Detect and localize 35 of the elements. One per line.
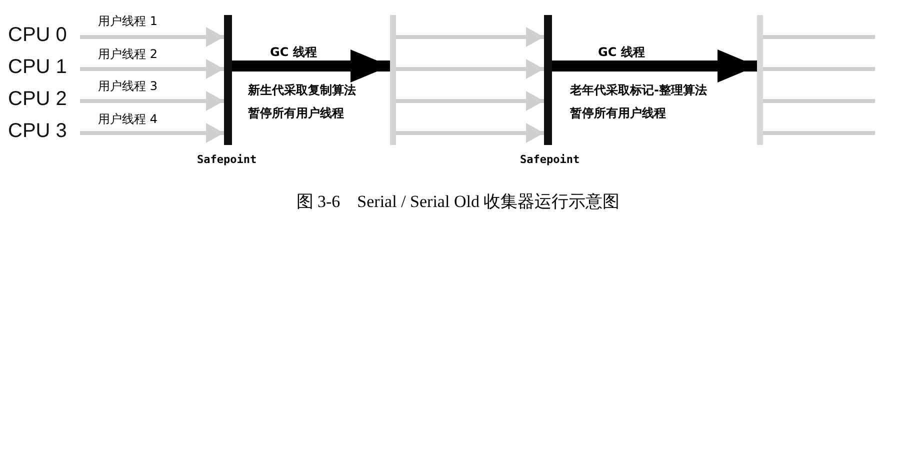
thread-arrow (396, 27, 544, 47)
note-text: 暂停所有用户线程 (248, 105, 344, 122)
safepoint-bar (390, 15, 396, 145)
thread-arrow (396, 59, 544, 79)
edge-label: 用户线程 1 (98, 13, 158, 30)
safepoint-bar (224, 15, 232, 145)
note-text: 暂停所有用户线程 (570, 105, 666, 122)
thread-line (763, 131, 875, 135)
thread-arrow (396, 123, 544, 143)
caption: 图 3-6 Serial / Serial Old 收集器运行示意图 (295, 191, 621, 213)
cpu-label: CPU 1 (8, 56, 67, 79)
gc-thread-arrow (552, 50, 757, 82)
safepoint-bar (757, 15, 763, 145)
edge-label: GC 线程 (270, 44, 317, 61)
cpu-label: CPU 3 (8, 120, 67, 143)
cpu-label: CPU 0 (8, 24, 67, 47)
thread-line (763, 35, 875, 39)
thread-arrow (80, 91, 224, 111)
note-text: 新生代采取复制算法 (248, 82, 356, 99)
note-text: 老年代采取标记-整理算法 (570, 82, 707, 99)
safepoint-label: Safepoint (520, 153, 580, 166)
edge-label: 用户线程 4 (98, 111, 158, 128)
safepoint-bar (544, 15, 552, 145)
safepoint-label: Safepoint (197, 153, 257, 166)
thread-arrow (80, 59, 224, 79)
thread-arrow (80, 27, 224, 47)
edge-label: GC 线程 (598, 44, 645, 61)
edge-label: 用户线程 2 (98, 46, 158, 63)
thread-arrow (396, 91, 544, 111)
edge-label: 用户线程 3 (98, 78, 158, 95)
thread-line (763, 67, 875, 71)
thread-line (763, 99, 875, 103)
thread-arrow (80, 123, 224, 143)
gc-thread-arrow (232, 50, 390, 82)
cpu-label: CPU 2 (8, 88, 67, 111)
